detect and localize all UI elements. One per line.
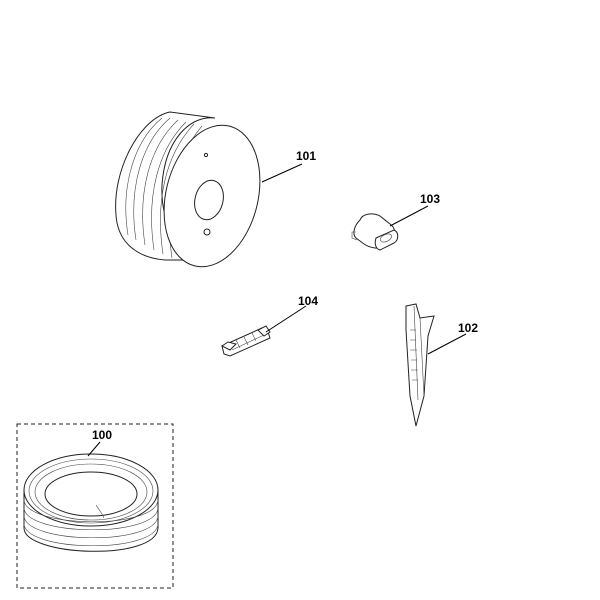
label-104: 104 (298, 294, 318, 308)
leader-101 (261, 163, 303, 183)
label-103: 103 (420, 192, 440, 206)
kit-dashed-box (16, 423, 174, 589)
label-102: 102 (458, 321, 478, 335)
cable-reel (115, 111, 261, 268)
leader-103 (389, 205, 429, 227)
wire-coil (23, 453, 159, 552)
leader-102 (427, 333, 467, 355)
label-101: 101 (296, 149, 316, 163)
wire-connector (351, 213, 399, 251)
leader-100 (87, 441, 101, 457)
leader-104 (265, 305, 307, 333)
wire-kit-group (16, 423, 174, 589)
wire-coupler (221, 325, 271, 357)
label-100: 100 (92, 428, 112, 442)
ground-peg (405, 303, 435, 427)
